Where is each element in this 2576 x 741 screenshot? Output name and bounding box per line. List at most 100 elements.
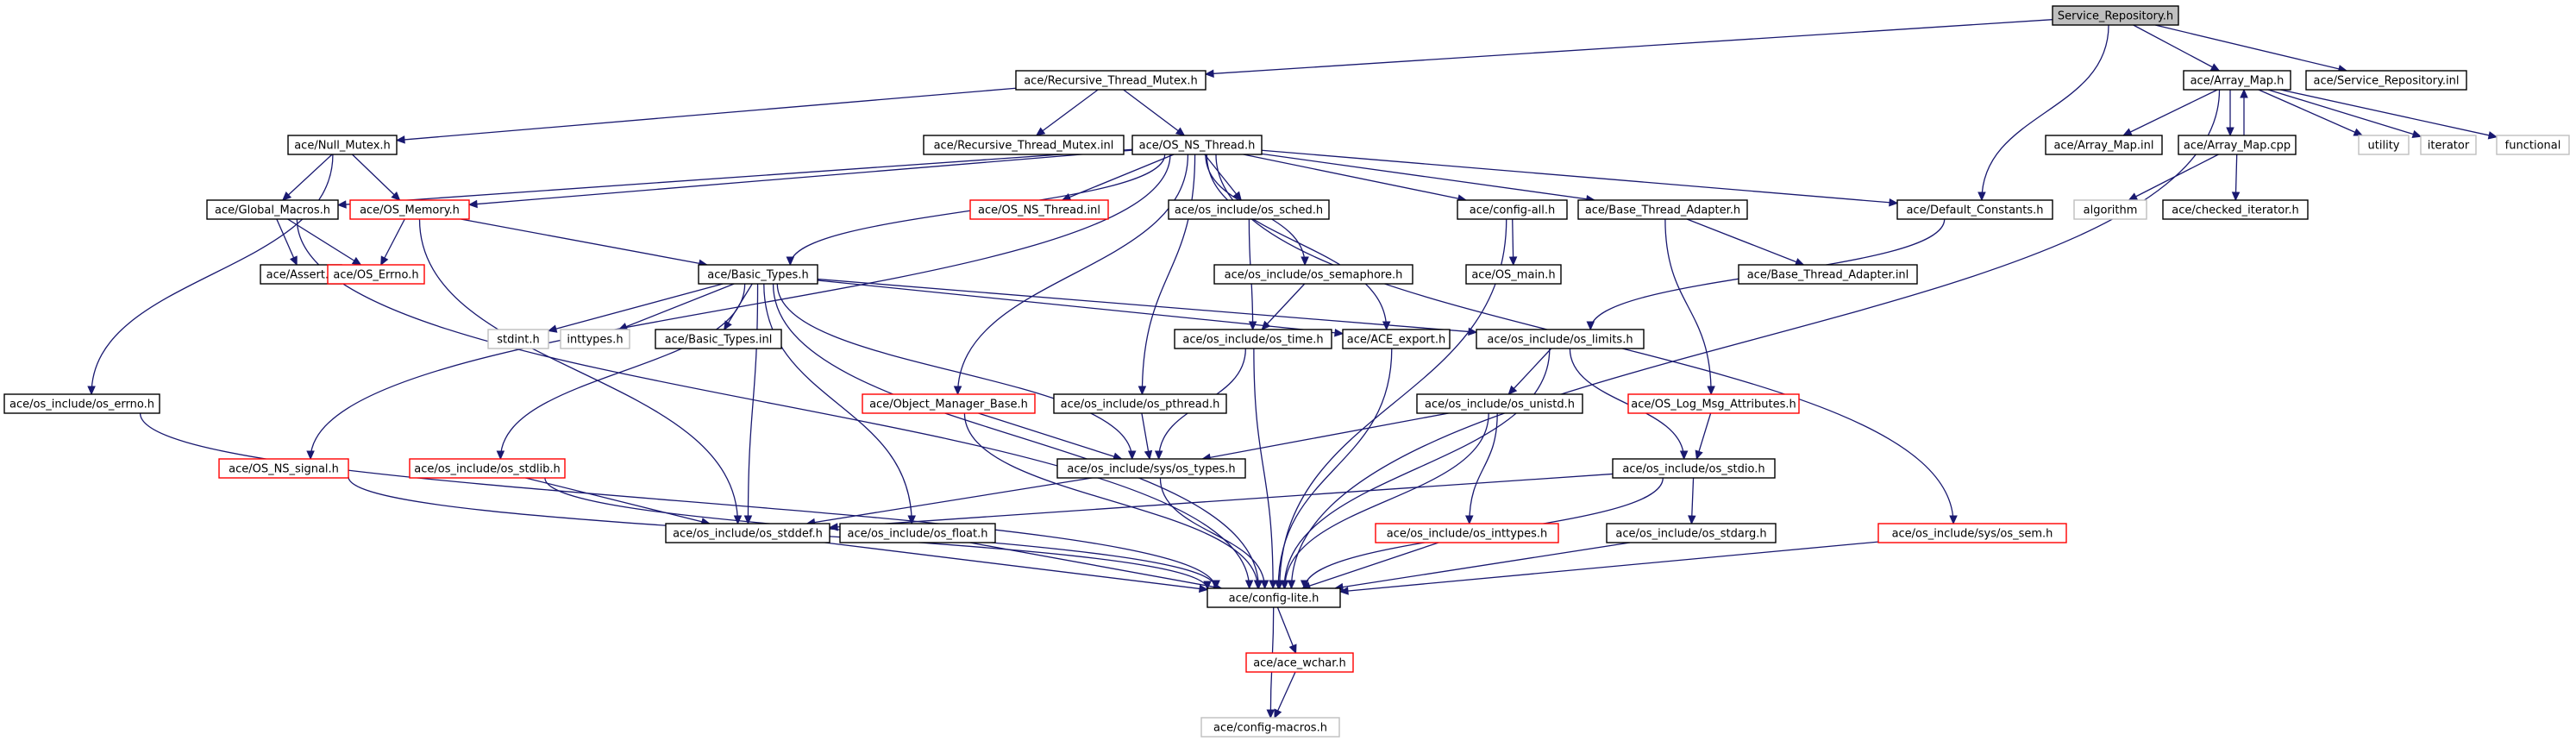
edge-line — [1664, 218, 1712, 395]
edge-line — [380, 218, 405, 266]
node-utility[interactable]: utility — [2358, 135, 2410, 155]
edge-arrowhead — [1244, 580, 1254, 590]
node-array-map-cpp[interactable]: ace/Array_Map.cpp — [2178, 135, 2297, 155]
node-box — [1627, 393, 1800, 414]
edge-arrowhead — [1269, 580, 1277, 590]
edge-line — [1261, 153, 1595, 201]
node-label: ace/Recursive_Thread_Mutex.inl — [934, 140, 1114, 153]
node-rec-mutex-h[interactable]: ace/Recursive_Thread_Mutex.h — [1015, 70, 1207, 91]
node-os-stdlib-h[interactable]: ace/os_include/os_stdlib.h — [409, 458, 566, 479]
edge-line — [1243, 154, 1467, 201]
node-ace-wchar-h[interactable]: ace/ace_wchar.h — [1245, 652, 1354, 673]
edge-line — [829, 473, 1614, 529]
edge-line — [2122, 89, 2218, 136]
edge-line — [1339, 541, 1879, 593]
dependency-edge — [548, 283, 724, 332]
node-label: ace/os_include/os_inttypes.h — [1387, 528, 1548, 541]
node-os-memory-h[interactable]: ace/OS_Memory.h — [349, 199, 470, 220]
node-algorithm[interactable]: algorithm — [2073, 199, 2147, 220]
node-object-manager-base-h[interactable]: ace/Object_Manager_Base.h — [862, 393, 1036, 414]
node-assert-h[interactable]: ace/Assert.h — [260, 264, 342, 285]
node-os-ns-signal-h[interactable]: ace/OS_NS_signal.h — [218, 458, 349, 479]
node-os-log-msg-attributes-h[interactable]: ace/OS_Log_Msg_Attributes.h — [1627, 393, 1800, 414]
node-iterator[interactable]: iterator — [2420, 135, 2477, 155]
node-os-main-h[interactable]: ace/OS_main.h — [1465, 264, 1562, 285]
node-label: ace/OS_NS_Thread.inl — [978, 204, 1100, 217]
node-svc-repo-h[interactable]: Service_Repository.h — [2052, 5, 2179, 26]
node-label: ace/Global_Macros.h — [215, 204, 330, 217]
edge-line — [1686, 218, 1804, 266]
node-os-limits-h[interactable]: ace/os_include/os_limits.h — [1476, 329, 1645, 349]
node-os-semaphore-h[interactable]: ace/os_include/os_semaphore.h — [1213, 264, 1413, 285]
dependency-edge — [1036, 89, 1099, 136]
edge-line — [1507, 348, 1552, 395]
node-os-sched-h[interactable]: ace/os_include/os_sched.h — [1168, 199, 1330, 220]
node-config-lite-h[interactable]: ace/config-lite.h — [1207, 587, 1341, 608]
node-base-thread-adapter-h[interactable]: ace/Base_Thread_Adapter.h — [1577, 199, 1748, 220]
node-label: inttypes.h — [567, 334, 623, 347]
edge-arrowhead — [2487, 131, 2498, 140]
edge-line — [969, 542, 1222, 589]
node-svc-repo-inl[interactable]: ace/Service_Repository.inl — [2305, 70, 2467, 91]
dependency-edge — [1507, 348, 1552, 395]
node-os-inttypes-h[interactable]: ace/os_include/os_inttypes.h — [1375, 523, 1559, 543]
node-os-stdarg-h[interactable]: ace/os_include/os_stdarg.h — [1606, 523, 1777, 543]
edge-arrowhead — [1281, 580, 1289, 590]
node-base-thread-adapter-inl[interactable]: ace/Base_Thread_Adapter.inl — [1738, 264, 1918, 285]
dependency-edge — [1141, 154, 1196, 395]
node-label: ace/Array_Map.h — [2191, 75, 2285, 88]
dependency-edge — [337, 148, 1133, 206]
node-default-constants-h[interactable]: ace/Default_Constants.h — [1896, 199, 2053, 220]
node-box — [2073, 199, 2147, 220]
dependency-edge — [1276, 606, 1297, 654]
edge-line — [763, 283, 912, 524]
node-label: ace/os_include/sys/os_types.h — [1067, 463, 1235, 476]
dependency-edge — [525, 477, 710, 524]
node-array-map-h[interactable]: ace/Array_Map.h — [2183, 70, 2291, 91]
node-checked-iterator-h[interactable]: ace/checked_iterator.h — [2162, 199, 2309, 220]
node-box — [1131, 135, 1263, 155]
dependency-edge — [1334, 542, 1631, 589]
edge-arrowhead — [336, 200, 347, 209]
dependency-edge — [1290, 89, 2221, 589]
node-array-map-inl[interactable]: ace/Array_Map.inl — [2045, 135, 2163, 155]
node-rec-mutex-inl[interactable]: ace/Recursive_Thread_Mutex.inl — [923, 135, 1125, 155]
node-box — [2183, 70, 2291, 91]
node-os-pthread-h[interactable]: ace/os_include/os_pthread.h — [1053, 393, 1227, 414]
node-box — [1168, 199, 1330, 220]
node-stdint-h[interactable]: stdint.h — [487, 329, 549, 349]
edge-line — [978, 412, 1122, 460]
node-box — [1465, 264, 1562, 285]
node-config-macros-h[interactable]: ace/config-macros.h — [1200, 717, 1340, 738]
node-global-macros-h[interactable]: ace/Global_Macros.h — [206, 199, 339, 220]
node-config-all-h[interactable]: ace/config-all.h — [1457, 199, 1568, 220]
node-os-float-h[interactable]: ace/os_include/os_float.h — [839, 523, 996, 543]
node-inttypes-h[interactable]: inttypes.h — [560, 329, 630, 349]
dependency-edge — [1279, 218, 1507, 589]
node-sys-os-types-h[interactable]: ace/os_include/sys/os_types.h — [1056, 458, 1246, 479]
node-os-include-errno-h[interactable]: ace/os_include/os_errno.h — [3, 393, 160, 414]
edge-arrowhead — [1287, 580, 1296, 590]
node-box — [2358, 135, 2410, 155]
node-os-stdio-h[interactable]: ace/os_include/os_stdio.h — [1612, 458, 1776, 479]
node-basic-types-h[interactable]: ace/Basic_Types.h — [698, 264, 818, 285]
edge-line — [1206, 154, 1388, 330]
node-ace-export-h[interactable]: ace/ACE_export.h — [1342, 329, 1451, 349]
node-os-ns-thread-h[interactable]: ace/OS_NS_Thread.h — [1131, 135, 1263, 155]
dependency-edge — [468, 149, 1133, 205]
edge-line — [1036, 89, 1099, 136]
node-os-ns-thread-inl[interactable]: ace/OS_NS_Thread.inl — [969, 199, 1109, 220]
node-null-mutex-h[interactable]: ace/Null_Mutex.h — [287, 135, 398, 155]
edge-line — [1469, 412, 1498, 524]
node-box — [839, 523, 996, 543]
node-os-unistd-h[interactable]: ace/os_include/os_unistd.h — [1416, 393, 1583, 414]
node-os-errno-h[interactable]: ace/OS_Errno.h — [327, 264, 425, 285]
dependency-edge — [1339, 541, 1879, 593]
edge-line — [91, 154, 334, 395]
node-os-stddef-h[interactable]: ace/os_include/os_stddef.h — [665, 523, 830, 543]
node-sys-os-sem-h[interactable]: ace/os_include/sys/os_sem.h — [1877, 523, 2067, 543]
node-os-time-h[interactable]: ace/os_include/os_time.h — [1174, 329, 1332, 349]
edge-arrowhead — [724, 320, 732, 331]
node-basic-types-inl[interactable]: ace/Basic_Types.inl — [655, 329, 782, 349]
node-functional[interactable]: functional — [2496, 135, 2570, 155]
